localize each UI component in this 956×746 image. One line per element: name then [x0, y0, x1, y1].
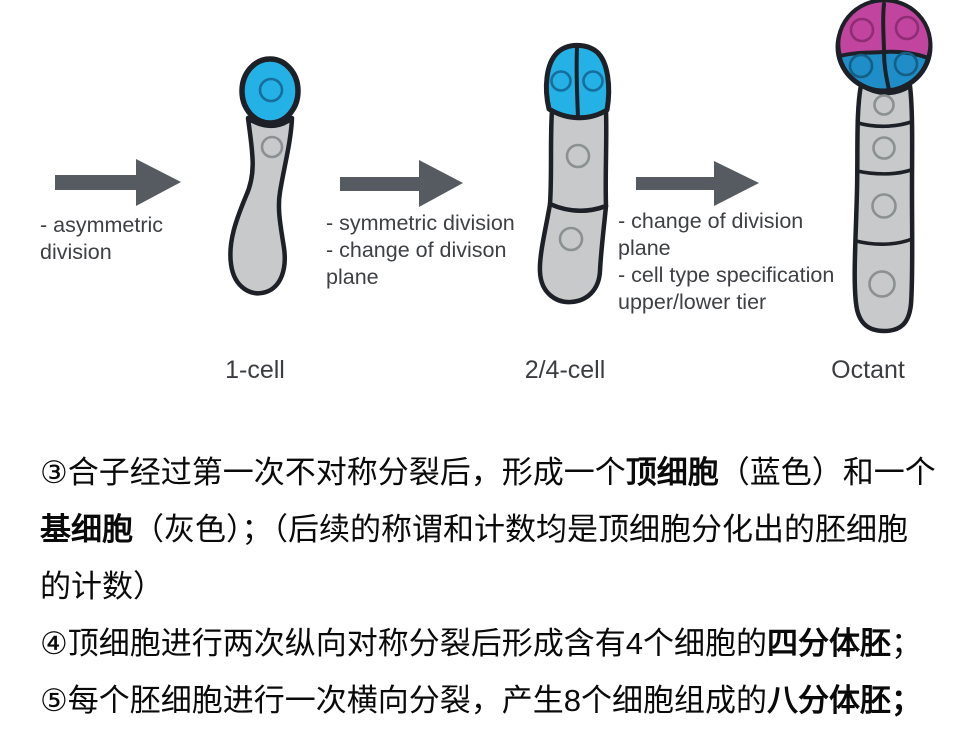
upper-tier-nucleus-icon [849, 17, 875, 43]
suspensor-column [852, 82, 915, 334]
embryo-24cell-illustration [537, 42, 612, 305]
chinese-notes: ③合子经过第一次不对称分裂后，形成一个顶细胞（蓝色）和一个 基细胞（灰色）；（后… [40, 444, 952, 729]
arrow2-annotation: - symmetric division - change of divison… [326, 211, 515, 289]
note-text-segment: ③合子经过第一次不对称分裂后，形成一个 [40, 455, 626, 490]
note-bold-term-quadrant: 四分体胚 [767, 626, 892, 661]
octant-vertical-division-line [881, 2, 891, 92]
note-text-segment: （灰色）；（后续的称谓和计数均是顶细胞分化出的胚细胞 [133, 512, 908, 547]
note-line-1: ③合子经过第一次不对称分裂后，形成一个顶细胞（蓝色）和一个 [40, 444, 952, 501]
apical-division-line [574, 45, 580, 119]
note-text-segment: 的计数） [40, 569, 164, 604]
stage-label-1cell: 1-cell [225, 356, 285, 384]
suspensor-nucleus-icon [558, 226, 584, 252]
apical-nucleus-icon [550, 70, 572, 92]
note-bold-term-apical-cell: 顶细胞 [625, 455, 719, 490]
suspensor-division-line [854, 237, 914, 246]
apical-nucleus-icon [582, 70, 604, 92]
note-line-3: 的计数） [40, 558, 952, 615]
apical-cell [239, 56, 301, 126]
note-bold-term-octant: 八分体胚； [767, 683, 923, 718]
arrow-right-icon-1 [55, 159, 181, 206]
lower-tier-nucleus-icon [848, 53, 874, 79]
suspensor-nucleus-icon [565, 143, 591, 169]
suspensor-upper-segment [547, 107, 609, 213]
arrow-right-icon-3 [636, 161, 759, 206]
basal-nucleus-icon [260, 135, 284, 159]
note-line-4: ④顶细胞进行两次纵向对称分裂后形成含有4个细胞的四分体胚； [40, 615, 952, 672]
stage-label-24cell: 2/4-cell [524, 356, 606, 384]
suspensor-division-line [856, 120, 913, 129]
diagram-artwork [55, 0, 933, 334]
suspensor-nucleus-icon [873, 94, 895, 116]
stage-label-octant: Octant [831, 356, 905, 384]
note-line-5: ⑤每个胚细胞进行一次横向分裂，产生8个细胞组成的八分体胚； [40, 672, 952, 729]
suspensor-nucleus-icon [868, 270, 896, 298]
embryo-development-diagram: - asymmetric division - symmetric divisi… [40, 0, 933, 384]
note-bold-term-basal-cell: 基细胞 [40, 512, 133, 547]
lower-tier-nucleus-icon [893, 51, 919, 77]
arrow-right-icon-2 [340, 160, 463, 207]
suspensor-nucleus-icon [871, 193, 897, 219]
note-text-segment: ； [891, 626, 923, 661]
suspensor-division-line [855, 168, 913, 176]
basal-cell-body [228, 115, 295, 296]
suspensor-lower-segment [537, 201, 609, 305]
note-text-segment: ⑤每个胚细胞进行一次横向分裂，产生8个细胞组成的 [40, 683, 768, 718]
suspensor-nucleus-icon [872, 136, 896, 160]
note-line-2: 基细胞（灰色）；（后续的称谓和计数均是顶细胞分化出的胚细胞 [40, 501, 952, 558]
note-text-segment: ④顶细胞进行两次纵向对称分裂后形成含有4个细胞的 [40, 626, 768, 661]
apical-nucleus-icon [258, 77, 284, 103]
zygote-1cell-illustration [228, 56, 301, 296]
note-text-segment: （蓝色）和一个 [718, 455, 936, 490]
arrow1-annotation: - asymmetric division [40, 213, 164, 264]
embryo-octant-illustration [835, 0, 933, 334]
arrow3-annotation: - change of division plane - cell type s… [618, 209, 835, 314]
upper-tier-nucleus-icon [894, 15, 920, 41]
